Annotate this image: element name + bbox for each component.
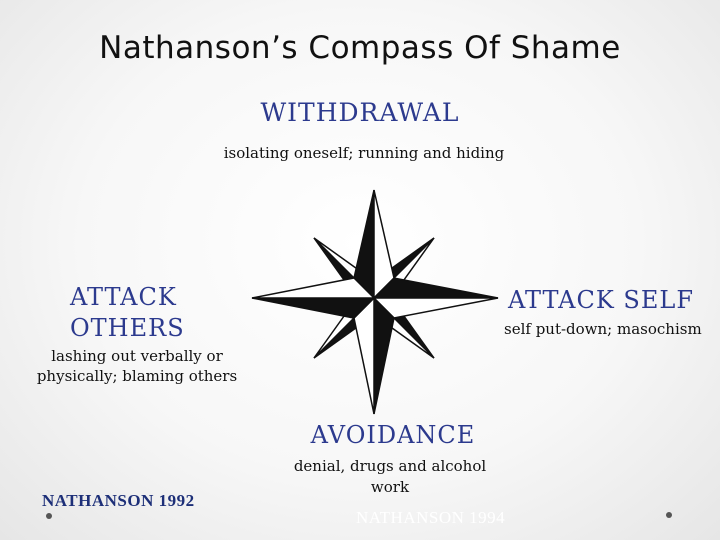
slide-bullet-dot-left bbox=[46, 513, 52, 519]
slide-bullet-dot-right bbox=[666, 512, 672, 518]
attack-others-label: ATTACK OTHERS bbox=[70, 282, 185, 344]
attack-others-description-line1: lashing out verbally or bbox=[51, 347, 223, 365]
withdrawal-description: isolating oneself; running and hiding bbox=[223, 144, 505, 162]
attack-others-description: lashing out verbally or physically; blam… bbox=[22, 346, 252, 386]
attack-others-label-line1: ATTACK bbox=[70, 283, 177, 311]
attack-self-label: ATTACK SELF bbox=[508, 286, 694, 314]
attack-others-description-line2: physically; blaming others bbox=[36, 367, 238, 385]
citation-right: NATHANSON 1994 bbox=[356, 508, 506, 527]
attack-self-description: self put-down; masochism bbox=[504, 320, 702, 338]
withdrawal-label: WITHDRAWAL bbox=[260, 98, 460, 127]
avoidance-description: denial, drugs and alcohol work bbox=[280, 456, 500, 498]
avoidance-description-line1: denial, drugs and alcohol bbox=[293, 457, 487, 475]
compass-rose-icon bbox=[251, 189, 499, 415]
avoidance-description-line2: work bbox=[370, 478, 410, 496]
page-title: Nathanson’s Compass Of Shame bbox=[99, 30, 621, 66]
citation-left: NATHANSON 1992 bbox=[42, 491, 195, 510]
attack-others-label-line2: OTHERS bbox=[70, 314, 185, 342]
avoidance-label: AVOIDANCE bbox=[310, 421, 476, 449]
